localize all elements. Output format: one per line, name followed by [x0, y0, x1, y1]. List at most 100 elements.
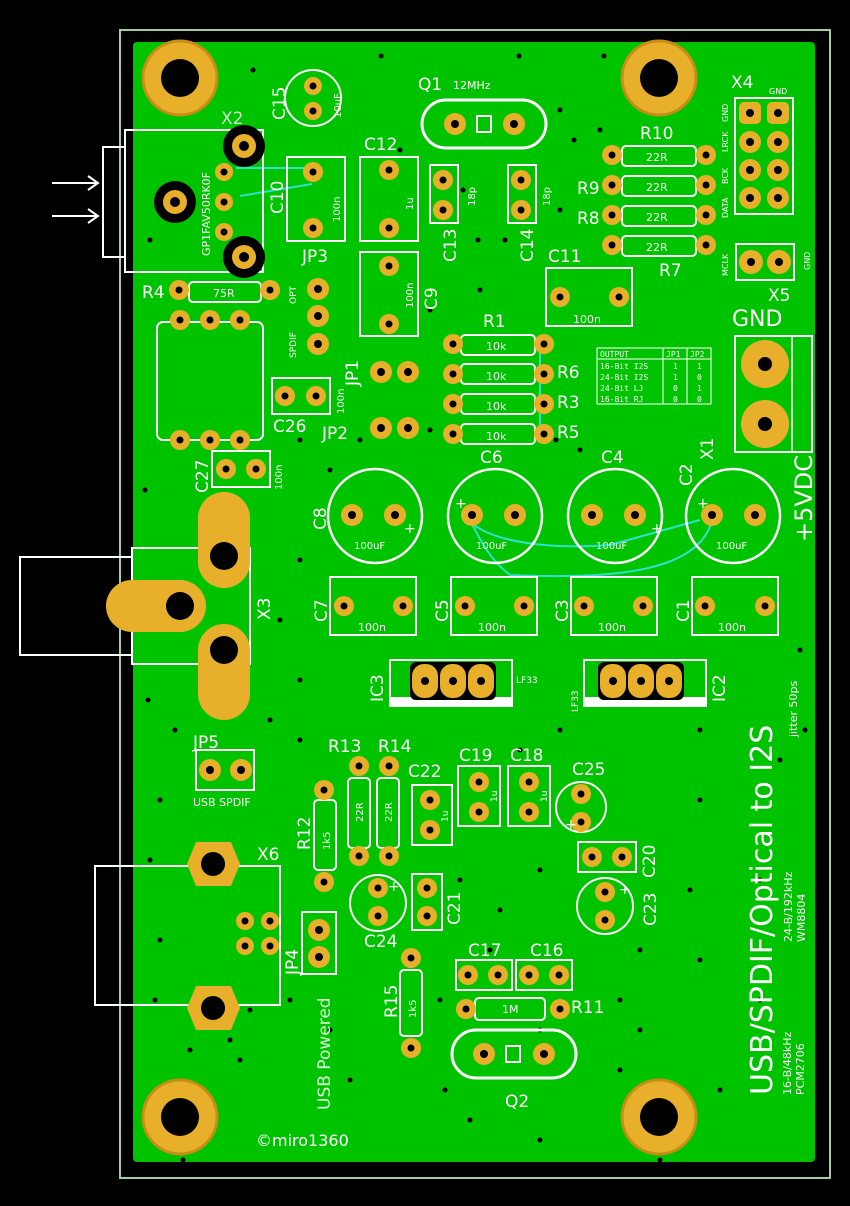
x2-part-number: GP1FAV50RK0F: [200, 172, 213, 256]
ref-ic2: IC2: [710, 674, 730, 702]
c27-value: 100n: [274, 465, 285, 490]
r9-value: 22R: [646, 181, 668, 194]
ref-c14: C14: [518, 228, 538, 262]
ref-c13: C13: [441, 228, 461, 262]
table-cell: 1: [673, 373, 678, 382]
table-cell: 1: [697, 362, 702, 371]
svg-text:+: +: [404, 521, 416, 537]
r6-value: 10k: [486, 370, 507, 383]
ref-c20: C20: [640, 844, 660, 878]
ref-ic3: IC3: [368, 674, 388, 702]
spdif-label: SPDIF: [289, 332, 299, 358]
ref-c25: C25: [572, 760, 606, 780]
c1-value: 100n: [718, 621, 746, 634]
ref-c19: C19: [459, 746, 493, 766]
c26-value: 100n: [336, 389, 347, 414]
ref-c5: C5: [433, 599, 453, 622]
ref-jp2: JP2: [321, 424, 348, 444]
ref-c6: C6: [480, 448, 503, 468]
c9-value: 100n: [405, 283, 416, 308]
ref-c7: C7: [312, 599, 332, 622]
output-mode-table: OUTPUT JP1 JP2 16-Bit I2S 1 1 24-Bit I2S…: [596, 347, 712, 405]
table-cell: 1: [697, 384, 702, 393]
table-header-jp1: JP1: [666, 350, 681, 359]
polarity-marks: ++++ +++: [388, 496, 709, 898]
ref-ic3-lf33: LF33: [516, 676, 538, 686]
c10-value: 100n: [332, 197, 343, 222]
r4-value: 75R: [213, 287, 235, 300]
c3-value: 100n: [598, 621, 626, 634]
ref-c27: C27: [193, 459, 213, 493]
pcm-spec-1: 16-B/48kHz: [781, 1032, 794, 1095]
wm-spec-1: 24-B/192kHz: [782, 872, 795, 942]
x5-pin-label: MCLK: [721, 253, 730, 276]
r1-value: 10k: [486, 340, 507, 353]
table-cell: 16-Bit RJ: [600, 395, 643, 404]
copyright-text: ©miro1360: [256, 1131, 349, 1150]
q1-crystal: [420, 98, 548, 150]
ref-c26: C26: [273, 417, 307, 437]
passive-footprints: [156, 156, 779, 991]
ref-r5: R5: [557, 423, 580, 443]
ref-c4: C4: [601, 448, 624, 468]
r10-value: 22R: [646, 151, 668, 164]
r8-value: 22R: [646, 211, 668, 224]
svg-text:+: +: [697, 496, 709, 512]
ref-c9: C9: [422, 287, 442, 310]
electrolytic-caps: [326, 467, 782, 935]
table-cell: 24-Bit I2S: [600, 373, 648, 382]
svg-text:+: +: [388, 879, 400, 895]
ref-gnd-big: GND: [732, 307, 782, 332]
ref-x5: X5: [768, 286, 790, 306]
ref-c24: C24: [364, 932, 398, 952]
ic2-lf33: LF33: [571, 690, 581, 712]
c13-value: 18p: [467, 187, 478, 206]
ref-r4: R4: [142, 283, 165, 303]
r5-value: 10k: [486, 430, 507, 443]
x4-pin-label: DATA: [721, 197, 730, 218]
ref-r14: R14: [378, 737, 411, 757]
ref-jp4: JP4: [283, 949, 303, 976]
ref-c10: C10: [268, 180, 288, 214]
ref-r11: R11: [571, 998, 604, 1018]
ic3-regulator: [389, 659, 513, 707]
table-header-output: OUTPUT: [600, 350, 629, 359]
r7-value: 22R: [646, 241, 668, 254]
ref-c22: C22: [408, 762, 442, 782]
ref-q1: Q1: [418, 75, 442, 95]
c6-value: 100uF: [476, 541, 507, 552]
ref-c15: C15: [270, 86, 290, 120]
ref-x4: X4: [731, 73, 753, 93]
c2-value: 100uF: [716, 541, 747, 552]
c8-value: 100uF: [354, 541, 385, 552]
c4-value: 100uF: [596, 541, 627, 552]
ref-c2: C2: [677, 463, 697, 486]
ref-x1: X1: [698, 438, 718, 460]
r13-value: 22R: [355, 802, 366, 822]
r15-value: 1k5: [408, 999, 419, 1018]
ref-jp5: JP5: [192, 733, 219, 753]
table-header-jp2: JP2: [690, 350, 705, 359]
ref-q2: Q2: [505, 1092, 529, 1112]
ref-x2: X2: [221, 109, 243, 129]
svg-text:+: +: [651, 521, 663, 537]
ref-c12: C12: [364, 135, 398, 155]
usb-spdif-label: USB SPDIF: [193, 796, 251, 809]
c18-value: 1u: [540, 791, 550, 802]
ref-jp3: JP3: [301, 247, 328, 267]
ref-r6: R6: [557, 363, 580, 383]
ref-c1: C1: [674, 599, 694, 622]
ref-r7: R7: [659, 261, 682, 281]
x4-pin-label: BCK: [721, 167, 730, 184]
r14-value: 22R: [384, 802, 395, 822]
ref-c23: C23: [641, 892, 661, 926]
ref-c16: C16: [530, 941, 564, 961]
c15-value: 10uF: [333, 93, 344, 118]
ic2-regulator: [583, 659, 707, 707]
svg-text:+: +: [565, 817, 577, 833]
ref-c17: C17: [468, 941, 502, 961]
jitter-label: jitter 50ps: [787, 680, 800, 738]
ref-c8: C8: [311, 507, 331, 530]
c12-value: 1u: [405, 197, 416, 210]
